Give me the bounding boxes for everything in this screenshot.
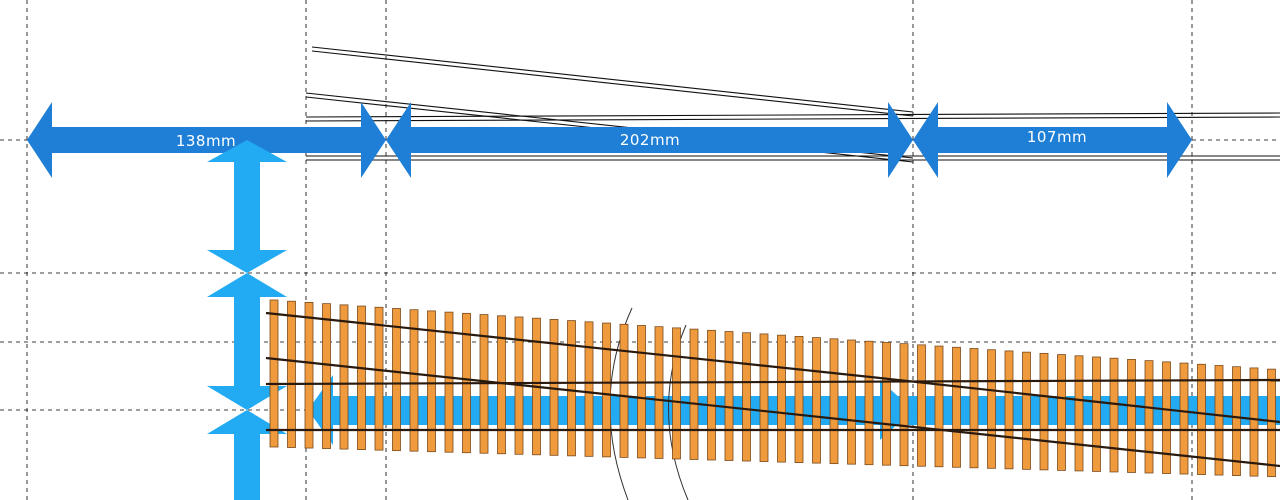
sleeper xyxy=(934,345,944,468)
sleeper xyxy=(899,343,909,467)
sleeper xyxy=(409,309,419,452)
sleeper xyxy=(602,322,611,458)
sleeper xyxy=(777,334,786,463)
sleeper xyxy=(374,306,384,451)
sleeper xyxy=(707,329,716,461)
sleeper xyxy=(1109,357,1119,473)
sleeper xyxy=(812,337,821,464)
sleeper xyxy=(339,304,349,450)
dimension-arrow-138 xyxy=(27,102,386,178)
sleeper xyxy=(969,348,979,469)
sleeper xyxy=(1162,361,1171,474)
sleeper xyxy=(1249,367,1259,477)
sleeper xyxy=(1144,360,1154,474)
sleeper xyxy=(952,346,961,468)
dimension-label-107: 107mm xyxy=(1027,128,1087,146)
sleeper xyxy=(1127,359,1136,473)
horizontal-dimensions xyxy=(27,102,1192,178)
sleeper xyxy=(1179,362,1189,475)
sleeper xyxy=(882,342,891,466)
sleeper xyxy=(1197,363,1206,475)
sleeper xyxy=(392,308,401,452)
sleeper xyxy=(1039,352,1049,471)
vertical-dimensions xyxy=(207,140,287,500)
sleeper xyxy=(724,331,734,461)
sleeper xyxy=(269,299,279,448)
dimension-arrow-107 xyxy=(913,102,1192,178)
sleeper xyxy=(1074,355,1084,472)
turnout-outline xyxy=(305,46,1280,163)
sleeper xyxy=(987,349,996,469)
sleeper xyxy=(654,326,664,459)
sleeper xyxy=(1022,351,1031,470)
sleeper xyxy=(619,323,629,458)
sleeper xyxy=(794,335,804,463)
sleeper xyxy=(759,333,769,462)
sleeper xyxy=(304,302,314,449)
sleeper xyxy=(1004,350,1014,470)
vertical-arrow-2 xyxy=(207,273,287,410)
sleeper xyxy=(1267,368,1276,478)
sleeper xyxy=(847,339,856,465)
sleeper xyxy=(1057,354,1066,471)
sleeper xyxy=(497,315,506,455)
dimension-arrow-202 xyxy=(386,102,913,178)
sleeper xyxy=(357,305,366,450)
sleeper xyxy=(829,338,839,465)
sleeper xyxy=(567,320,576,457)
sleeper xyxy=(689,328,699,460)
sleeper xyxy=(917,344,926,467)
sleeper xyxy=(322,303,331,449)
dimension-label-138: 138mm xyxy=(176,132,236,150)
dimension-label-202: 202mm xyxy=(620,131,680,149)
sleeper xyxy=(864,340,874,466)
sleeper xyxy=(584,321,594,457)
sleeper xyxy=(672,327,681,460)
sleeper xyxy=(427,310,436,453)
sleeper xyxy=(1092,356,1101,472)
sleeper xyxy=(742,332,751,462)
sleeper xyxy=(637,325,646,459)
sleeper xyxy=(1214,365,1224,476)
vertical-arrow-3 xyxy=(207,410,287,500)
sleeper xyxy=(287,300,296,448)
rails xyxy=(265,311,1280,468)
vertical-arrow-1 xyxy=(207,140,287,273)
sleeper xyxy=(1232,366,1241,476)
